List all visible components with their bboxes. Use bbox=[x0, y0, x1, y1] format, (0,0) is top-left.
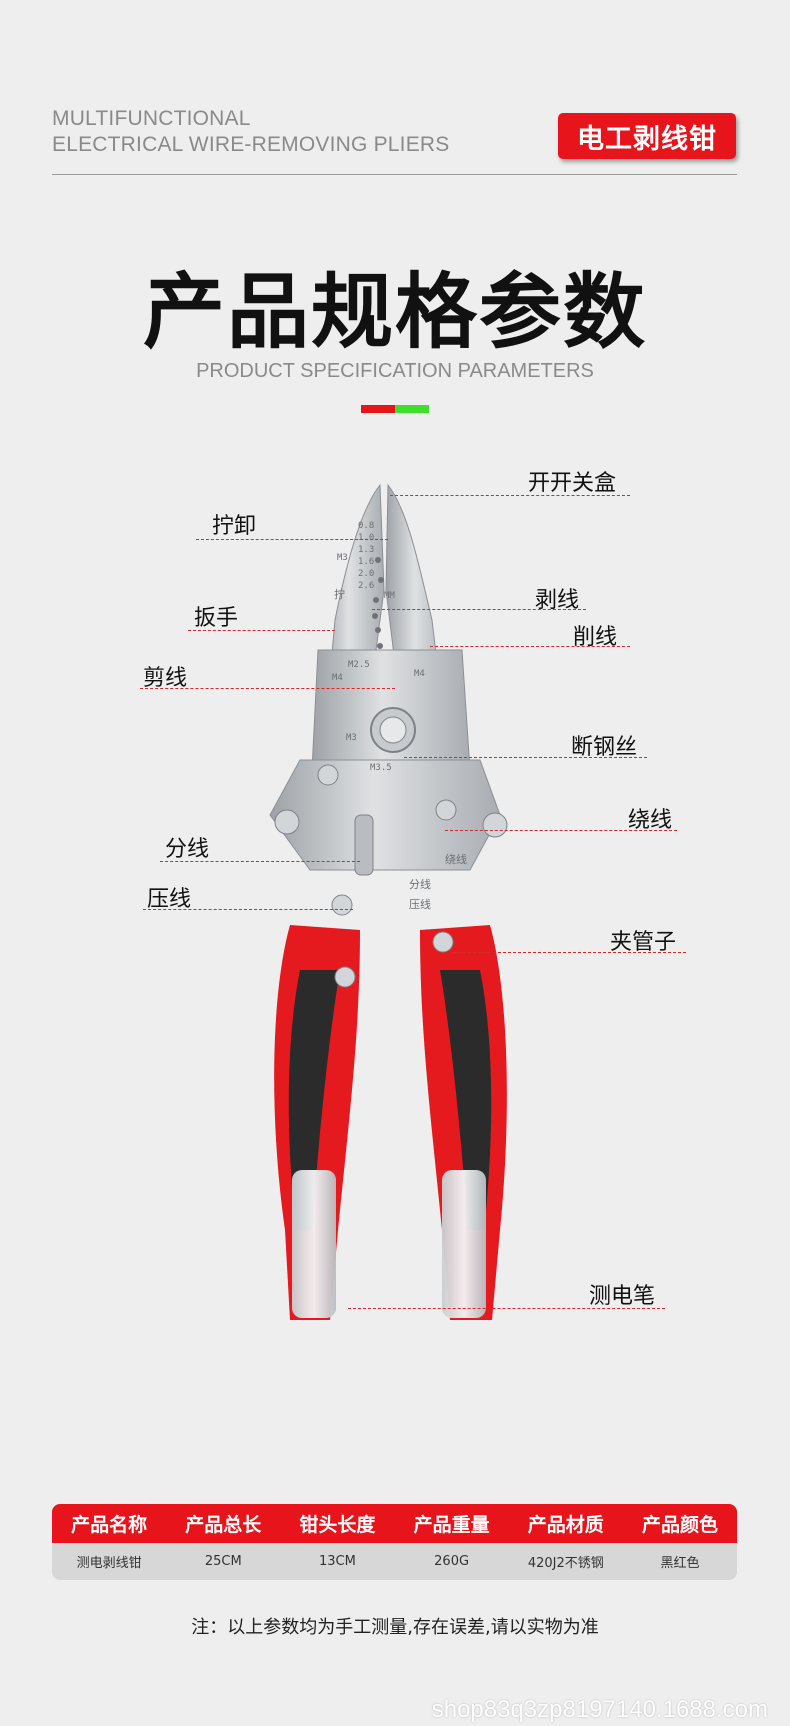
pliers-head: 0.8 1.0 1.3 1.6 2.0 2.6 MM M3 M2.5 M4 M4… bbox=[269, 483, 508, 988]
callout-strip: 剥线 bbox=[535, 588, 580, 613]
callout-shave: 削线 bbox=[573, 625, 618, 650]
wind-marking: 绕线 bbox=[445, 852, 467, 866]
brand-line-2: ELECTRICAL WIRE-REMOVING PLIERS bbox=[52, 133, 450, 156]
leader-split bbox=[160, 861, 360, 862]
gauge-1-3: 1.3 bbox=[358, 545, 374, 555]
header-head-length: 钳头长度 bbox=[299, 1514, 376, 1536]
leader-test-pen bbox=[348, 1308, 665, 1309]
value-total-length: 25CM bbox=[204, 1554, 242, 1569]
leader-twist bbox=[196, 539, 388, 540]
twist-marking: 拧 bbox=[334, 587, 345, 601]
measurement-note: 注：以上参数均为手工测量,存在误差,请以实物为准 bbox=[191, 1617, 599, 1638]
spec-table-header: 产品名称 产品总长 钳头长度 产品重量 产品材质 产品颜色 bbox=[52, 1504, 737, 1543]
callout-cut-steel: 断钢丝 bbox=[571, 735, 638, 760]
value-weight: 260G bbox=[434, 1554, 470, 1569]
value-head-length: 13CM bbox=[319, 1554, 356, 1569]
callout-test-pen: 测电笔 bbox=[589, 1284, 656, 1309]
shop-watermark: shop83q3zp8197140.1688.com bbox=[431, 1696, 768, 1723]
m3-marking-lower: M3 bbox=[346, 733, 357, 743]
callout-split: 分线 bbox=[165, 837, 210, 862]
callout-twist: 拧卸 bbox=[212, 514, 257, 539]
pliers-illustration: 0.8 1.0 1.3 1.6 2.0 2.6 MM M3 M2.5 M4 M4… bbox=[269, 483, 508, 1320]
leader-cut-steel bbox=[404, 757, 647, 758]
product-badge: 电工剥线钳 bbox=[558, 113, 736, 159]
m4-marking-left: M4 bbox=[332, 673, 343, 683]
callout-wind: 绕线 bbox=[628, 808, 673, 833]
gauge-1-6: 1.6 bbox=[358, 557, 374, 567]
accent-bar-red bbox=[361, 405, 395, 413]
header-name: 产品名称 bbox=[71, 1514, 148, 1536]
split-marking: 分线 bbox=[409, 877, 431, 891]
leader-wrench bbox=[188, 630, 335, 631]
leader-shave bbox=[430, 646, 630, 647]
leader-open-switchbox bbox=[390, 495, 630, 496]
callout-open-switchbox: 开开关盒 bbox=[528, 471, 617, 496]
brand-line-1: MULTIFUNCTIONAL bbox=[52, 107, 251, 130]
header-material: 产品材质 bbox=[527, 1514, 604, 1536]
mm-marking: MM bbox=[384, 591, 395, 601]
leader-wind bbox=[445, 830, 677, 831]
header-weight: 产品重量 bbox=[413, 1514, 490, 1536]
spec-table-row: 测电剥线钳 25CM 13CM 260G 420J2不锈钢 黑红色 bbox=[52, 1543, 737, 1580]
callout-clamp-pipe: 夹管子 bbox=[610, 930, 677, 955]
leader-strip bbox=[372, 609, 586, 610]
m3-marking: M3 bbox=[337, 553, 348, 563]
brand-text: MULTIFUNCTIONAL ELECTRICAL WIRE-REMOVING… bbox=[52, 106, 450, 158]
value-color: 黑红色 bbox=[660, 1556, 700, 1571]
m2-5-marking: M2.5 bbox=[348, 660, 370, 670]
header-total-length: 产品总长 bbox=[185, 1514, 262, 1536]
section-subtitle: PRODUCT SPECIFICATION PARAMETERS bbox=[196, 360, 594, 382]
header-divider bbox=[52, 174, 737, 175]
leader-cut bbox=[140, 688, 395, 689]
left-handle bbox=[274, 925, 360, 1320]
callout-crimp: 压线 bbox=[147, 887, 192, 912]
value-material: 420J2不锈钢 bbox=[527, 1556, 604, 1571]
accent-bar-green bbox=[395, 405, 429, 413]
gauge-0-8: 0.8 bbox=[358, 521, 374, 531]
leader-clamp-pipe bbox=[453, 952, 686, 953]
m4-marking-right: M4 bbox=[414, 669, 425, 679]
leader-crimp bbox=[143, 909, 353, 910]
gauge-2-6: 2.6 bbox=[358, 581, 374, 591]
gauge-1-0: 1.0 bbox=[358, 533, 374, 543]
value-name: 测电剥线钳 bbox=[76, 1556, 142, 1571]
callout-wrench: 扳手 bbox=[194, 606, 239, 631]
right-handle bbox=[420, 925, 507, 1320]
callout-cut: 剪线 bbox=[143, 666, 188, 691]
spec-table: 产品名称 产品总长 钳头长度 产品重量 产品材质 产品颜色 测电剥线钳 25CM… bbox=[52, 1504, 737, 1580]
crimp-marking: 压线 bbox=[409, 897, 431, 911]
gauge-2-0: 2.0 bbox=[358, 569, 374, 579]
m3-5-marking: M3.5 bbox=[370, 763, 392, 773]
header-color: 产品颜色 bbox=[641, 1514, 718, 1536]
section-title: 产品规格参数 bbox=[142, 265, 647, 360]
